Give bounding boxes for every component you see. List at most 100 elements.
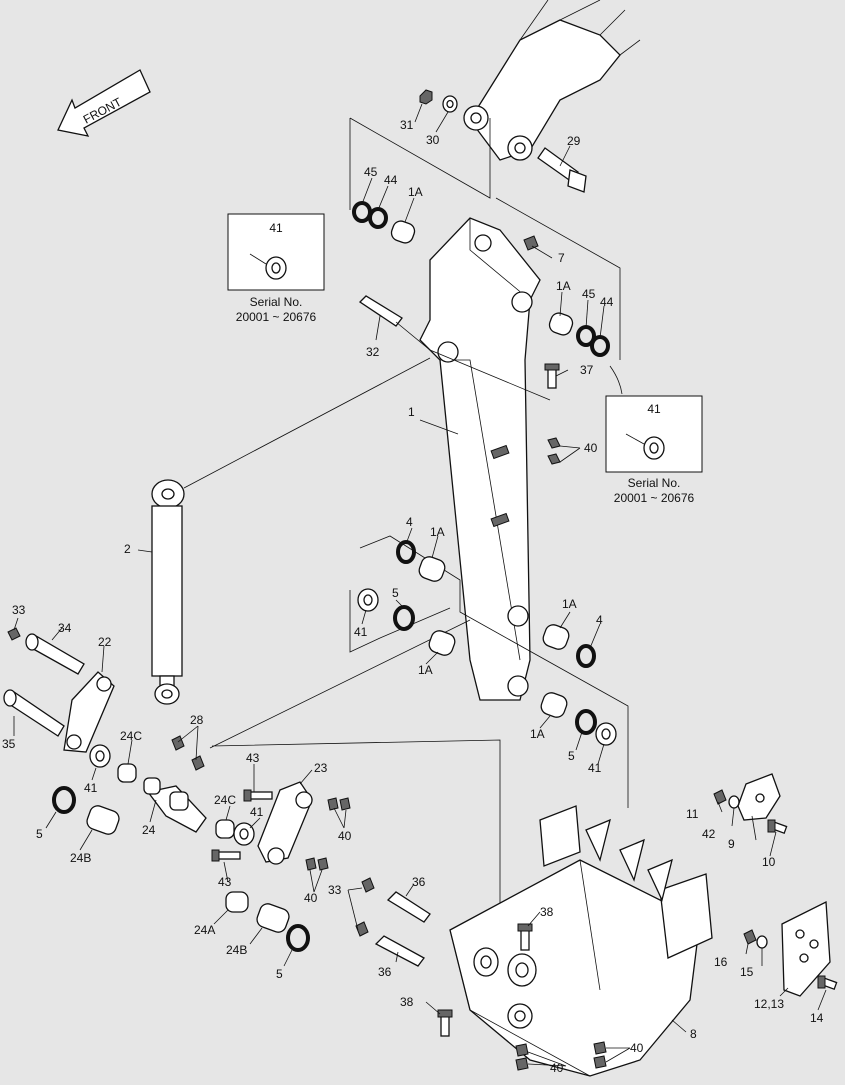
callout-40-right-link: 40 [338,829,352,843]
oring-5-mid [393,605,415,631]
nut-31 [419,89,433,105]
nut-11 [713,789,727,805]
callout-24C-left: 24C [120,729,142,743]
link-22 [63,671,115,753]
callout-1A-right: 1A [556,279,571,293]
callout-4-lower: 4 [596,613,603,627]
callout-36-lower: 36 [378,965,392,979]
grease-fitting-33-lower [355,921,369,937]
callout-41-mid: 41 [354,625,368,639]
bushing-1A-right [548,312,574,336]
callout-40-upper: 40 [584,441,598,455]
pin-34 [25,633,85,675]
callout-1A-lower-left: 1A [418,663,433,677]
bushing-1A-lower-left [428,630,456,656]
seal-41-mid [357,588,379,612]
bushing-1A-upper [390,220,416,244]
callout-41-bottom: 41 [588,761,602,775]
callout-29: 29 [567,134,581,148]
callout-5-lower: 5 [276,967,283,981]
callout-34: 34 [58,621,72,635]
grease-fitting-33-upper [361,877,375,893]
pin-36-upper [386,891,431,923]
callout-24C-mid: 24C [214,793,236,807]
detail-box-right: 41 Serial No. 20001 ~ 20676 [605,365,703,505]
bolt-43-upper [243,789,273,802]
callout-40-lower-link: 40 [304,891,318,905]
callout-33-left: 33 [12,603,26,617]
callout-42: 42 [702,827,716,841]
callout-5-mid: 5 [392,586,399,600]
callout-10: 10 [762,855,776,869]
callout-37: 37 [580,363,594,377]
seal-44-right [590,335,610,357]
callout-41-left: 41 [84,781,98,795]
callout-45-right: 45 [582,287,596,301]
callout-1: 1 [408,405,415,419]
oring-5-lower [286,924,310,952]
detail-left-callout: 41 [269,221,283,235]
nuts-40-lower-link [305,857,329,871]
front-arrow-icon: FRONT [57,69,151,137]
callout-5-bottom: 5 [568,749,575,763]
washer-42 [728,795,740,809]
bushing-1A-mid [418,556,446,582]
seal-44-upper [368,207,388,229]
callout-24B-lower: 24B [226,943,247,957]
arm-1 [419,217,541,701]
callout-33-bucket: 33 [328,883,342,897]
cylinder-2 [151,479,185,705]
grease-fitting-28b [191,755,205,771]
callout-12-13: 12,13 [754,997,784,1011]
side-cutter-9 [737,773,781,821]
nut-16 [743,929,757,945]
callout-41-mid-link: 41 [250,805,264,819]
callout-28: 28 [190,713,204,727]
callout-4-mid: 4 [406,515,413,529]
callout-38-lower: 38 [400,995,414,1009]
callout-11: 11 [686,807,699,821]
callout-31: 31 [400,118,414,132]
callout-9: 9 [728,837,735,851]
callout-23: 23 [314,761,328,775]
callout-14: 14 [810,1011,824,1025]
bushing-24C-left [117,763,137,783]
callout-30: 30 [426,133,440,147]
seal-4-mid [396,540,416,564]
callout-leaders [13,103,827,1067]
bolt-38-upper [517,923,533,951]
bolt-37 [544,363,560,389]
bushing-24B-left [86,805,120,835]
bolt-38-lower [437,1009,453,1037]
callout-22: 22 [98,635,112,649]
callout-35: 35 [2,737,16,751]
callout-1A-bottom: 1A [530,727,545,741]
bushing-24A [225,891,249,913]
grease-fitting-28a [171,735,185,751]
callout-2: 2 [124,542,131,556]
washer-15 [756,935,768,949]
grease-fitting-7 [523,235,539,251]
callout-1A-mid: 1A [430,525,445,539]
callout-43-lower: 43 [218,875,232,889]
callout-40-bucket-left: 40 [550,1061,564,1075]
bolt-43-lower [211,849,241,862]
grease-fitting-33-left [7,627,21,641]
callout-36-upper: 36 [412,875,426,889]
side-cutter-12-13 [781,900,831,997]
nuts-40-right-link [327,797,351,811]
bolt-14 [817,975,838,990]
callout-1A-upper: 1A [408,185,423,199]
oring-5-left [52,786,76,814]
detail-right-serial-range: 20001 ~ 20676 [614,491,695,505]
pin-32 [358,295,403,327]
seal-4-lower [576,644,596,668]
callout-44-right: 44 [600,295,614,309]
seal-41-mid-link [233,822,255,846]
callout-24B-left: 24B [70,851,91,865]
seal-41-left [89,744,111,768]
nuts-40-bucket-left [515,1043,529,1071]
callout-43-upper: 43 [246,751,260,765]
callout-24: 24 [142,823,156,837]
